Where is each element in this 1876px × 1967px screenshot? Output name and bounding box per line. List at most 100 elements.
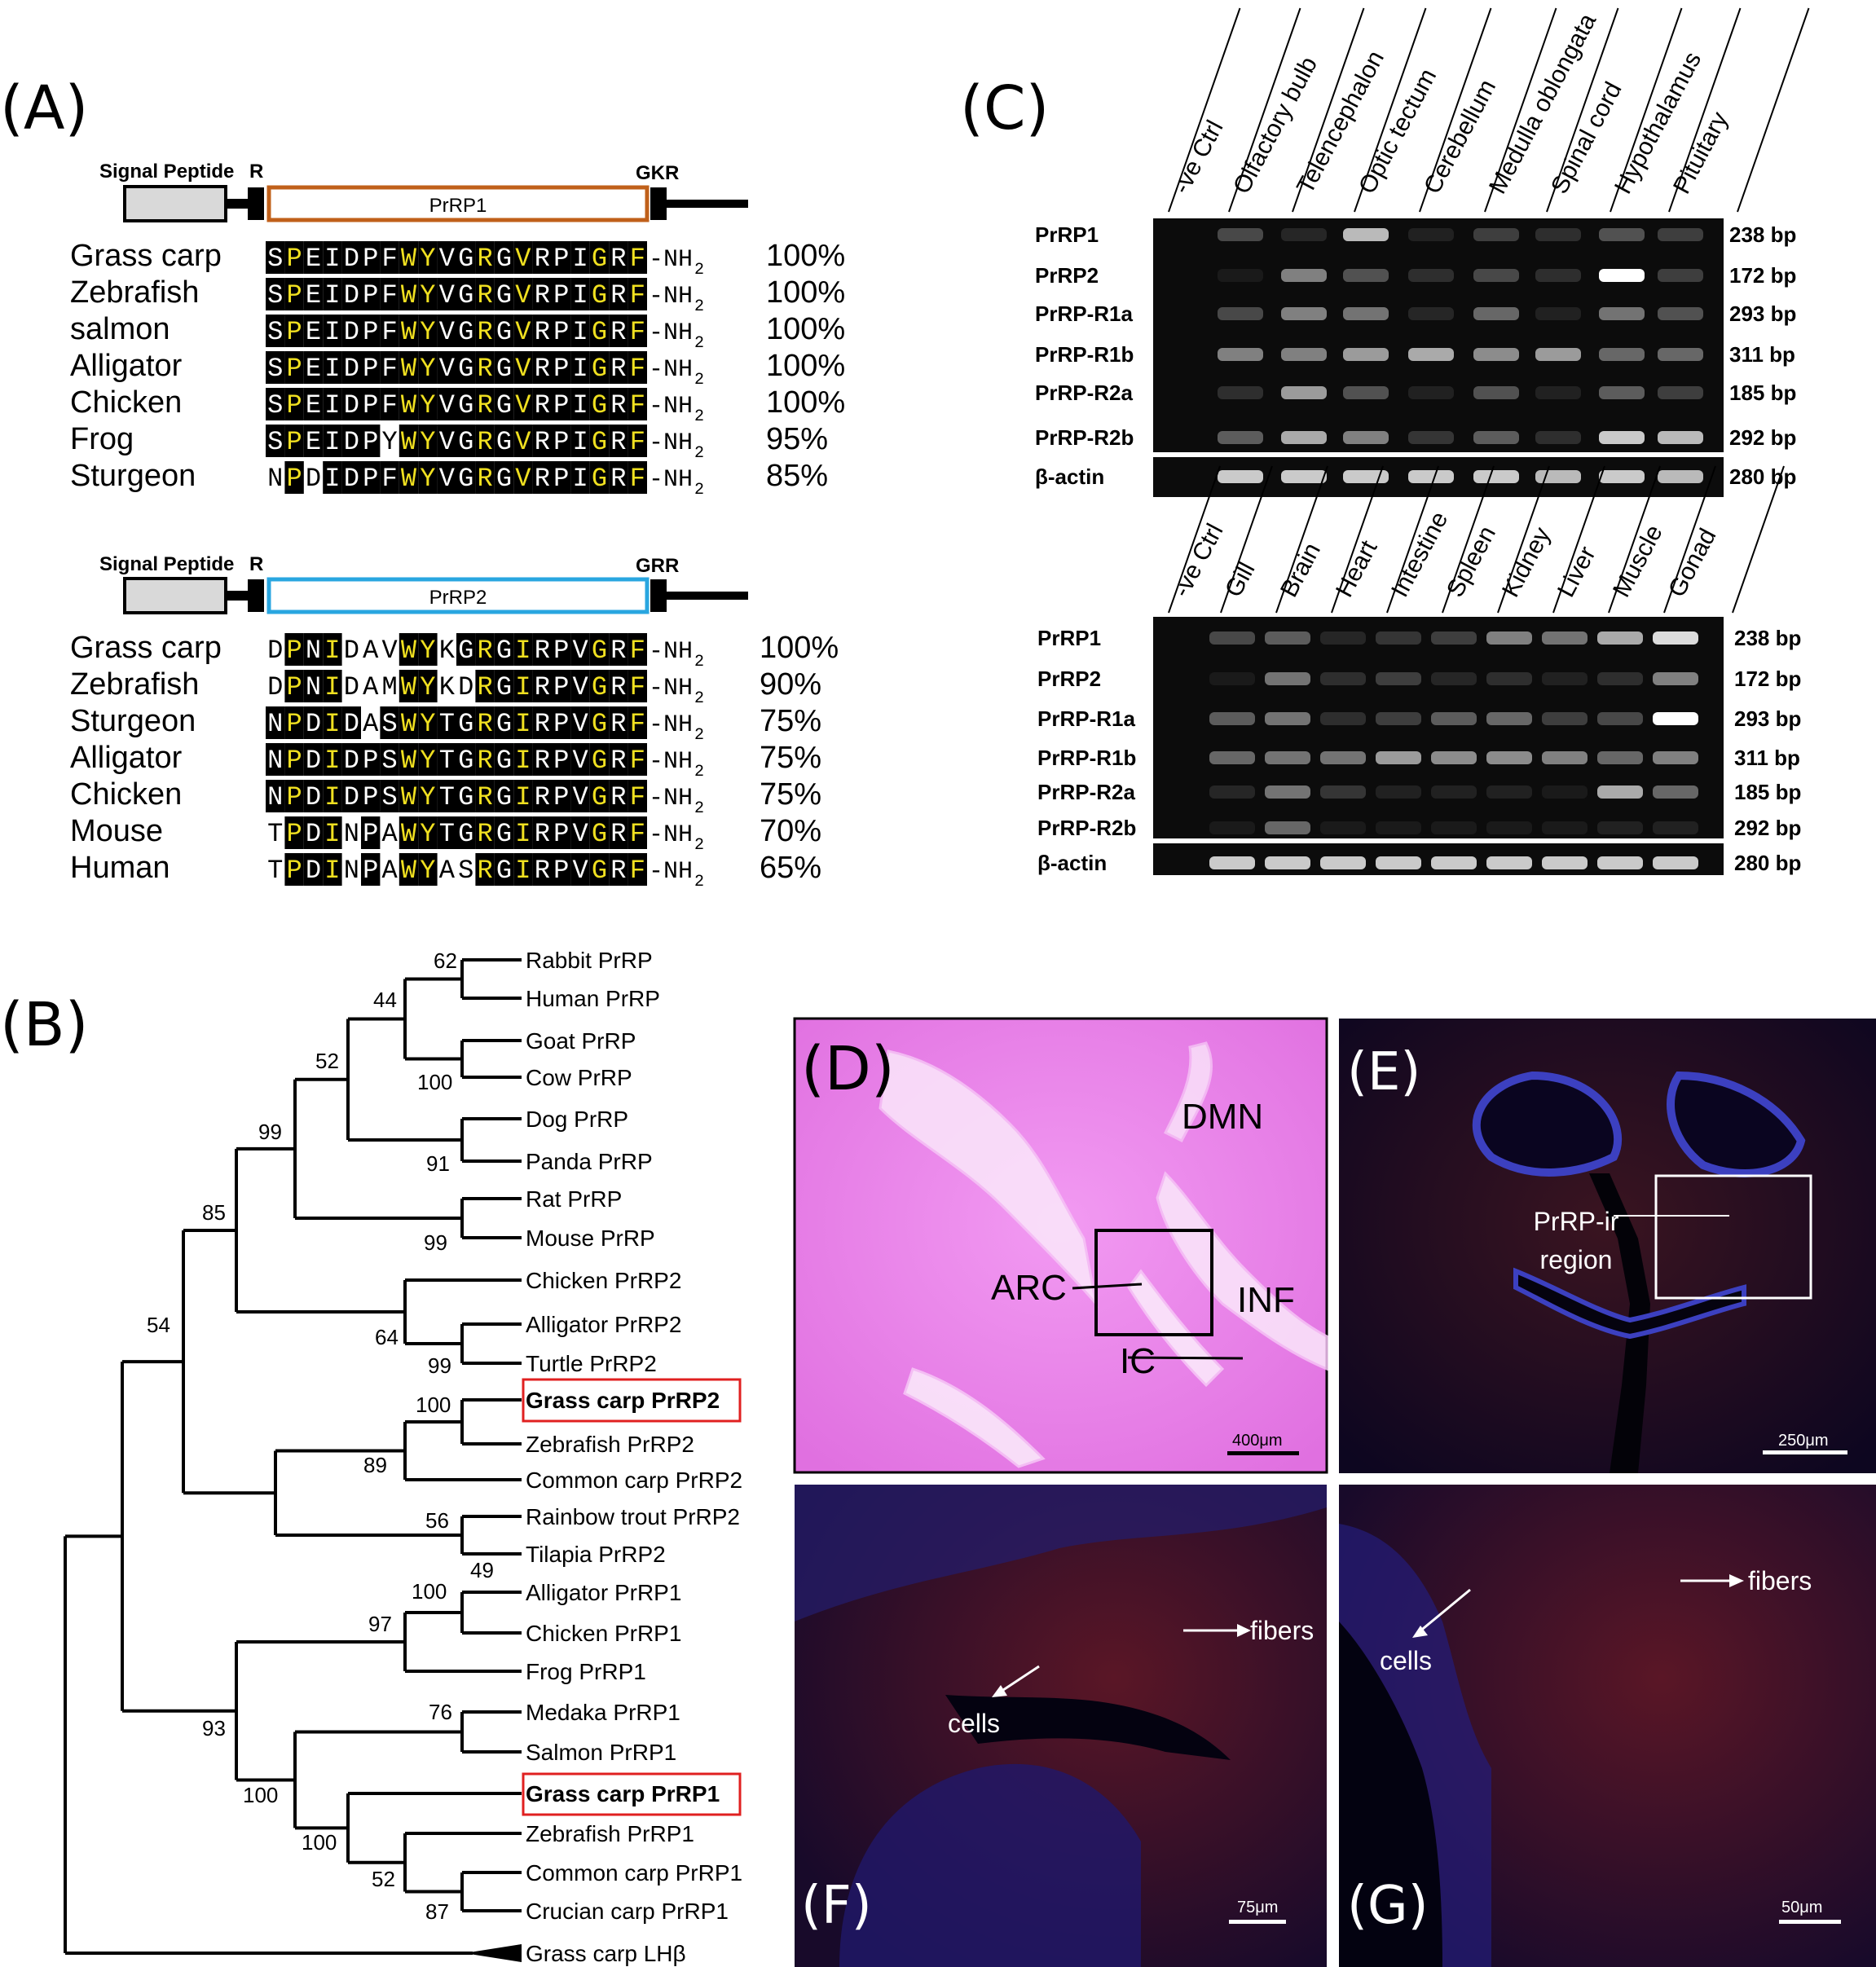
pcr-band [1376, 751, 1421, 764]
residue-shading [589, 743, 610, 776]
residue-shading [266, 278, 285, 310]
gene-label: β-actin [1037, 851, 1107, 875]
residue-shading [361, 315, 381, 347]
amplicon-size: 238 bp [1729, 222, 1796, 247]
precursor-diagram-prrp2: Signal Peptide R GRR PrRP2 [99, 553, 748, 614]
residue-shading [418, 706, 438, 739]
residue-shading [552, 670, 571, 702]
residue: V [439, 464, 456, 494]
residue-shading [456, 743, 476, 776]
residue-shading [399, 780, 419, 812]
residue: Y [420, 819, 435, 849]
residue-shading [284, 670, 304, 702]
residue-shading [570, 461, 590, 494]
residue-shading [589, 670, 610, 702]
residue: F [630, 819, 645, 849]
residue: Y [420, 782, 435, 812]
residue: D [344, 317, 359, 347]
residue: I [572, 390, 588, 420]
species-name: Alligator [70, 349, 183, 383]
residue: G [496, 464, 512, 494]
pcr-band [1265, 712, 1310, 725]
residue: I [515, 782, 531, 812]
amide-suffix: -NH [649, 283, 693, 310]
residue-shading [303, 853, 324, 886]
residue-shading [323, 351, 342, 384]
residue: P [286, 746, 302, 776]
residue: W [401, 636, 417, 666]
pcr-band [1653, 631, 1698, 645]
residue: Y [420, 427, 435, 457]
residue-shading [380, 780, 399, 812]
residue: I [324, 464, 340, 494]
pcr-band [1473, 431, 1519, 444]
residue: P [286, 244, 302, 274]
residue-shading [532, 278, 552, 310]
amide-subscript: 2 [694, 763, 704, 781]
residue: P [286, 354, 302, 384]
pcr-band [1599, 307, 1645, 320]
residue-shading [399, 241, 419, 274]
residue: P [363, 354, 378, 384]
residue-shading [380, 241, 399, 274]
residue: G [458, 709, 473, 739]
residue-shading [456, 706, 476, 739]
tree-leaf-label: Grass carp LHβ [526, 1941, 686, 1966]
residue: P [553, 244, 569, 274]
amplicon-size: 293 bp [1734, 706, 1801, 731]
residue: R [535, 709, 550, 739]
residue-shading [494, 351, 514, 384]
residue: D [344, 464, 359, 494]
pcr-band [1218, 269, 1263, 282]
residue-shading [609, 241, 628, 274]
residue: G [592, 427, 607, 457]
residue-shading [323, 853, 342, 886]
residue: R [535, 244, 550, 274]
residue: V [572, 672, 588, 702]
lane-divider-line [1168, 7, 1241, 213]
ventricle-lumen [1339, 1622, 1442, 1967]
residue-shading [628, 425, 647, 457]
residue-shading [552, 461, 571, 494]
cells-label: cells [1380, 1646, 1432, 1675]
bootstrap-value: 54 [147, 1313, 170, 1337]
residue: I [515, 636, 531, 666]
residue: G [496, 354, 512, 384]
amide-suffix: -NH [649, 748, 693, 776]
residue: R [477, 427, 492, 457]
scale-bar-label: 250μm [1778, 1432, 1829, 1450]
residue-shading [628, 853, 647, 886]
residue-shading [513, 706, 533, 739]
residue-shading [456, 780, 476, 812]
residue: P [363, 390, 378, 420]
pcr-band [1265, 672, 1310, 685]
residue: R [535, 856, 550, 886]
pcr-band [1535, 348, 1581, 361]
residue: I [324, 280, 340, 310]
residue-shading [589, 816, 610, 849]
residue-shading [437, 241, 456, 274]
residue-shading [589, 315, 610, 347]
residue: N [306, 636, 321, 666]
residue: R [610, 390, 626, 420]
residue-shading [589, 853, 610, 886]
gene-label: PrRP1 [1037, 626, 1101, 650]
residue-shading [456, 351, 476, 384]
phylogenetic-tree-branches [64, 958, 522, 1955]
residue: G [592, 390, 607, 420]
gene-label: PrRP-R2b [1037, 816, 1136, 840]
residue-shading [494, 780, 514, 812]
pcr-band [1653, 785, 1698, 799]
tree-leaf-label: Cow PrRP [526, 1065, 632, 1090]
residue: G [592, 782, 607, 812]
residue-shading [341, 706, 361, 739]
residue: P [286, 819, 302, 849]
residue: S [381, 709, 397, 739]
residue-shading [609, 388, 628, 420]
tree-leaf-label: Common carp PrRP1 [526, 1860, 742, 1886]
residue: V [515, 354, 531, 384]
residue: F [630, 856, 645, 886]
residue-shading [303, 241, 324, 274]
residue: P [286, 672, 302, 702]
